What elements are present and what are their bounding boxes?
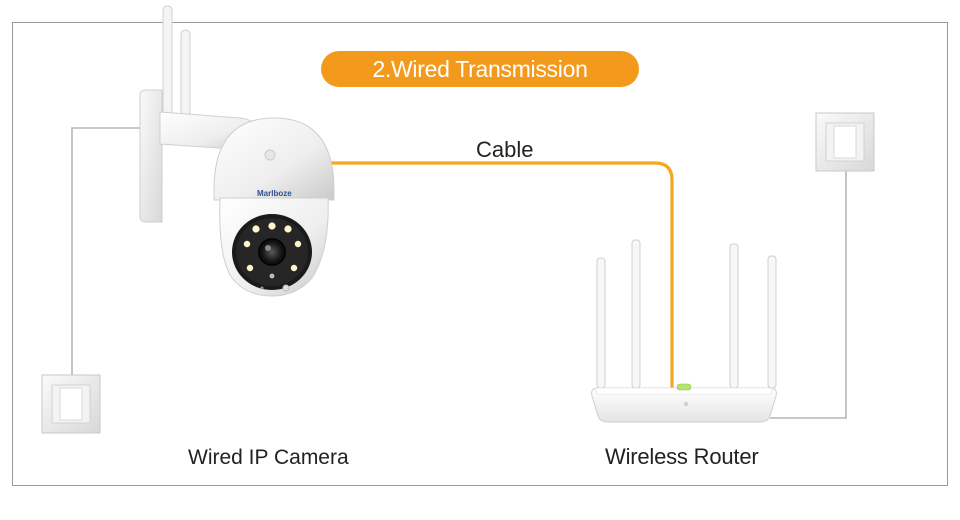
cable-label: Cable: [476, 137, 534, 162]
wall-socket-icon: [815, 112, 875, 172]
router-icon: [591, 239, 777, 423]
diagram-frame: [12, 22, 948, 486]
network-cable: [328, 161, 674, 392]
camera-power-wire: [71, 127, 160, 388]
diagram-title: 2.Wired Transmission: [321, 51, 639, 87]
camera-brand: Marlboze: [257, 189, 292, 198]
camera-label: Wired IP Camera: [188, 446, 349, 469]
router-label: Wireless Router: [605, 444, 759, 469]
ip-camera-icon: [139, 5, 335, 297]
wall-socket-icon: [41, 374, 101, 434]
router-power-wire: [770, 160, 847, 419]
power-wires: [71, 127, 847, 419]
